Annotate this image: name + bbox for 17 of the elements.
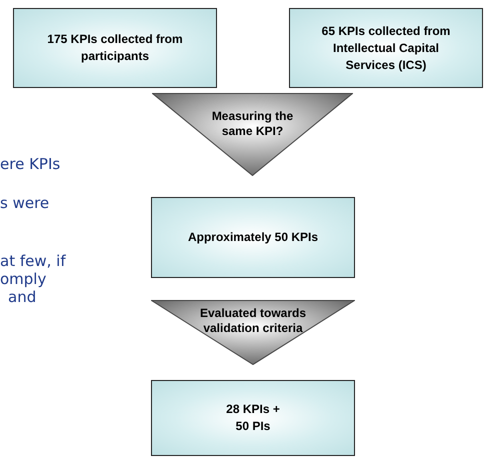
process-box (13, 8, 217, 88)
body-text: s were (0, 194, 50, 212)
body-text: ere KPIs (0, 155, 60, 173)
decision-label: Measuring the same KPI? (210, 109, 294, 139)
box-label: 65 KPIs collected from Intellectual Capital Services (ICS) (320, 22, 452, 74)
decision-label: Evaluated towards validation criteria (198, 306, 308, 336)
process-box (289, 8, 483, 88)
body-text: omply (0, 270, 46, 288)
box-label: 28 KPIs + 50 PIs (225, 401, 281, 435)
funnel-triangle (151, 300, 355, 365)
box-label: 175 KPIs collected from participants (46, 31, 184, 65)
body-text: at few, if (0, 252, 66, 270)
box-label: Approximately 50 KPIs (186, 229, 320, 246)
funnel-triangle (152, 93, 353, 176)
process-box (151, 197, 355, 278)
process-box (151, 380, 355, 456)
body-text: and (8, 288, 36, 306)
